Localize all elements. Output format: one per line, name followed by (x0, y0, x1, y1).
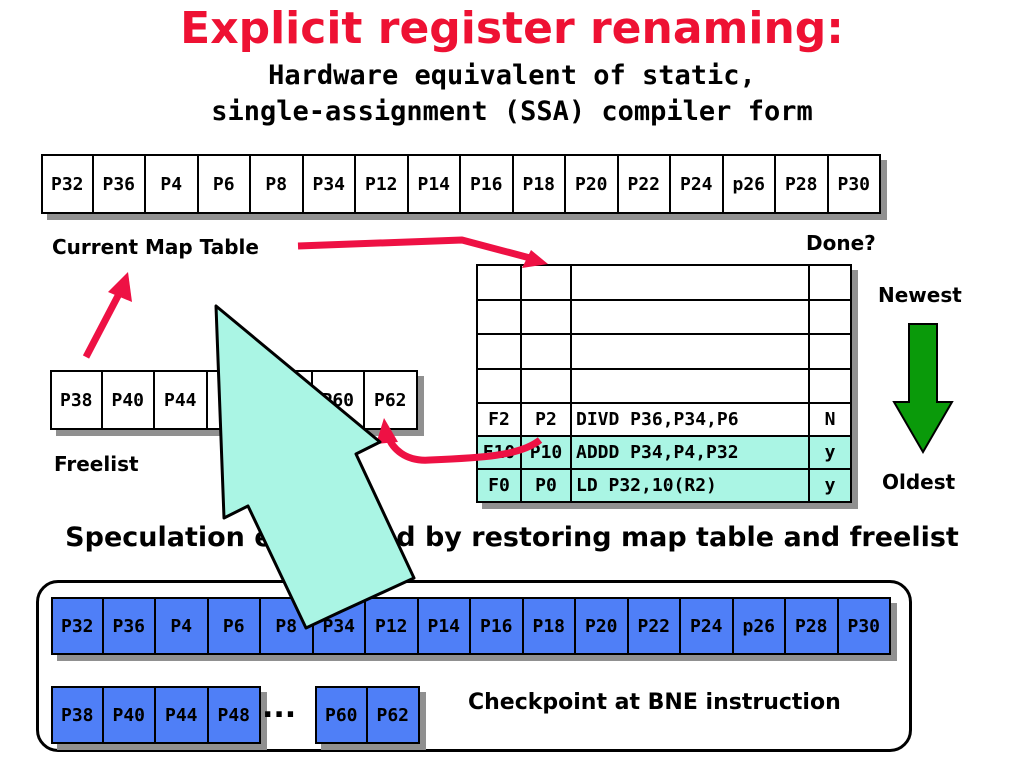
rob-areg-cell: F2 (476, 402, 522, 437)
checkpoint-map-cell: P14 (418, 597, 471, 655)
subtitle-line-1: Hardware equivalent of static, (268, 60, 756, 91)
newest-label: Newest (878, 283, 962, 307)
red-arrowhead-map-icon (108, 272, 132, 302)
rob-areg-cell (476, 298, 522, 335)
map-table-cell: P8 (251, 154, 304, 214)
checkpoint-map-cell: P30 (838, 597, 891, 655)
checkpoint-label: Checkpoint at BNE instruction (468, 690, 841, 715)
checkpoint-map-cell: P36 (103, 597, 156, 655)
map-table-cell: P4 (146, 154, 199, 214)
rob-done-cell (808, 367, 852, 404)
map-table-cell: P22 (618, 154, 671, 214)
current-map-table-label: Current Map Table (52, 235, 259, 259)
rob-instr-cell: LD P32,10(R2) (570, 468, 810, 503)
rob-areg-cell (476, 333, 522, 370)
rob-preg-cell (520, 367, 572, 404)
checkpoint-map-cell: P12 (366, 597, 419, 655)
big-restore-arrow-icon (214, 304, 416, 630)
rob-row (476, 264, 852, 301)
rob-areg-cell (476, 367, 522, 404)
checkpoint-map-cell: P16 (471, 597, 524, 655)
rob-done-cell (808, 298, 852, 335)
map-table-cell: P32 (41, 154, 94, 214)
checkpoint-ellipsis: ... (262, 690, 297, 725)
green-down-arrow-icon (892, 323, 954, 454)
freelist-cell: P62 (365, 370, 418, 430)
rob-row (476, 298, 852, 335)
map-table-cell: P34 (303, 154, 356, 214)
rob-areg-cell (476, 264, 522, 301)
rob-row (476, 367, 852, 404)
map-table-cell: P6 (198, 154, 251, 214)
rob-done-cell: y (808, 435, 852, 470)
rob-done-cell (808, 333, 852, 370)
rob-instr-cell (570, 264, 810, 301)
red-arrow-freelist-to-map-icon (82, 290, 124, 359)
map-table-cell: P36 (93, 154, 146, 214)
freelist-cell: P40 (102, 370, 155, 430)
rob-preg-cell (520, 264, 572, 301)
freelist-label: Freelist (54, 452, 139, 476)
rob-preg-cell (520, 298, 572, 335)
map-table-cell: P16 (461, 154, 514, 214)
map-table-cell: p26 (723, 154, 776, 214)
checkpoint-map-cell: P22 (628, 597, 681, 655)
red-arrowhead-freelist-icon (376, 418, 398, 444)
map-table-cell: P12 (356, 154, 409, 214)
checkpoint-freelist-cell: P44 (156, 686, 209, 744)
checkpoint-map-cell: P18 (523, 597, 576, 655)
freelist-cell: P44 (155, 370, 208, 430)
checkpoint-map-cell: P4 (156, 597, 209, 655)
rob-instr-cell (570, 298, 810, 335)
rob-done-cell (808, 264, 852, 301)
checkpoint-map-cell: P24 (681, 597, 734, 655)
rob-row (476, 333, 852, 370)
checkpoint-map-cell: P20 (576, 597, 629, 655)
done-label: Done? (806, 231, 876, 255)
checkpoint-freelist-cell: P48 (208, 686, 261, 744)
map-table-cell: P24 (671, 154, 724, 214)
rob-done-cell: y (808, 468, 852, 503)
rob-instr-cell (570, 333, 810, 370)
map-table-cell: P30 (828, 154, 881, 214)
red-arrow-rob-to-freelist-icon (384, 434, 543, 464)
checkpoint-freelist-cell: P40 (103, 686, 156, 744)
red-arrow-map-to-rob-icon (297, 236, 531, 262)
checkpoint-map-cell: p26 (733, 597, 786, 655)
red-arrowhead-rob-icon (522, 250, 548, 268)
rob-areg-cell: F0 (476, 468, 522, 503)
rob-instr-cell: DIVD P36,P34,P6 (570, 402, 810, 437)
checkpoint-box (36, 580, 912, 752)
map-table-cell: P14 (408, 154, 461, 214)
rob-done-cell: N (808, 402, 852, 437)
rob-instr-cell (570, 367, 810, 404)
oldest-label: Oldest (882, 470, 956, 494)
checkpoint-map-cell: P32 (51, 597, 104, 655)
slide-title: Explicit register renaming: (180, 3, 844, 54)
checkpoint-map-cell: P28 (786, 597, 839, 655)
rob-preg-cell: P2 (520, 402, 572, 437)
subtitle-line-2: single-assignment (SSA) compiler form (211, 96, 813, 127)
speculation-text: Speculation error fixed by restoring map… (65, 522, 959, 553)
rob-preg-cell: P0 (520, 468, 572, 503)
rob-preg-cell (520, 333, 572, 370)
map-table-cell: P28 (776, 154, 829, 214)
freelist-cell: P38 (50, 370, 103, 430)
checkpoint-freelist-cell: P38 (51, 686, 104, 744)
map-table-cell: P20 (566, 154, 619, 214)
checkpoint-map-cell: P6 (208, 597, 261, 655)
checkpoint-freelist-cell: P60 (315, 686, 368, 744)
map-table-cell: P18 (513, 154, 566, 214)
rob-instr-cell: ADDD P34,P4,P32 (570, 435, 810, 470)
checkpoint-freelist-cell: P62 (367, 686, 420, 744)
